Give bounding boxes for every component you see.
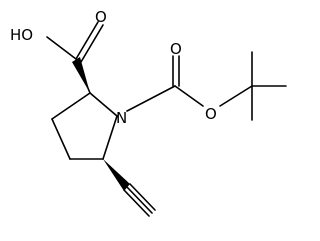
bond-acid-carbonyl-b <box>80 24 104 63</box>
ester-oxygen-label: O <box>205 105 217 123</box>
stereo-wedge-c2-carboxyl <box>72 57 90 93</box>
boc-group <box>126 51 287 121</box>
acid-carbonyl-oxygen-label: O <box>95 8 107 26</box>
pyrrolidine-ring <box>51 92 118 160</box>
bond-ester-oxygen-to-quaternary-carbon <box>219 85 253 107</box>
triple-bond-line-3 <box>123 189 150 217</box>
bond-c3-to-c2 <box>51 92 91 120</box>
bond-n1-to-carbamate-carbon <box>126 85 176 112</box>
ring-nitrogen-label: N <box>116 109 127 127</box>
triple-bond-line-2 <box>129 183 156 211</box>
bond-c4-to-c3 <box>51 118 71 160</box>
bond-carbamate-carbon-to-ester-oxygen <box>174 85 204 107</box>
boc-ethynylproline-structure: HO O N O O <box>10 8 287 217</box>
stereo-wedge-c5-ethynyl <box>103 159 130 191</box>
ethynyl-group <box>123 183 156 217</box>
carboxylic-acid-group <box>46 21 104 94</box>
bond-acid-carbonyl-a <box>75 21 99 60</box>
carbamate-carbonyl-oxygen-label: O <box>170 40 182 58</box>
bond-acid-carbon-to-hydroxyl <box>46 36 77 60</box>
triple-bond-line-1 <box>126 186 153 214</box>
bond-c2-to-n1 <box>89 92 118 117</box>
bond-n1-to-c5 <box>102 115 118 160</box>
hydroxyl-label: HO <box>10 26 33 44</box>
